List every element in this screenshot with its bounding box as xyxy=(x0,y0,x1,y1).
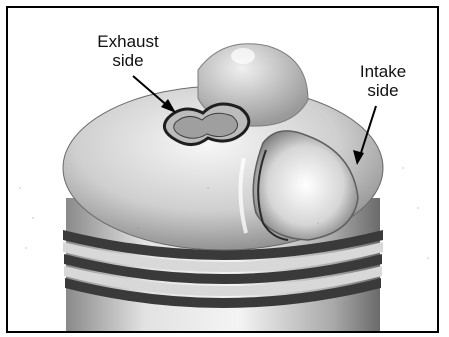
exhaust-label-line1: Exhaust xyxy=(88,32,168,51)
intake-side-label: Intake side xyxy=(348,62,418,100)
intake-label-line2: side xyxy=(348,81,418,100)
intake-label-line1: Intake xyxy=(348,62,418,81)
figure-frame: Exhaust side Intake side xyxy=(6,6,439,333)
exhaust-label-line2: side xyxy=(88,51,168,70)
exhaust-side-label: Exhaust side xyxy=(88,32,168,70)
piston-illustration xyxy=(8,8,439,333)
